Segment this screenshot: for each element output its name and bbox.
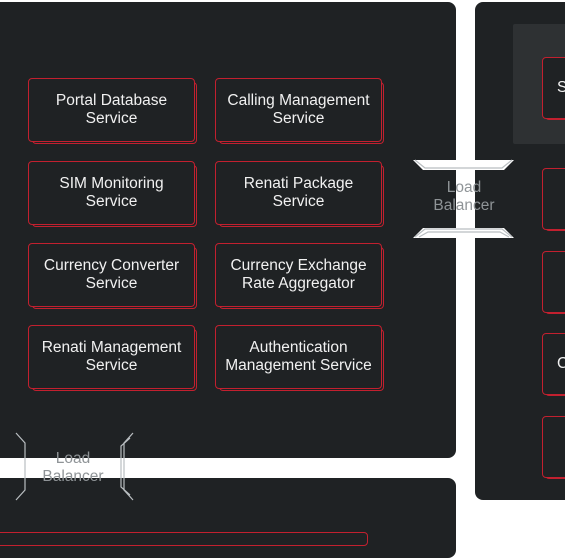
right-service-card[interactable]: S (542, 57, 565, 120)
load-balancer-right-icon (413, 159, 514, 238)
service-label: SIM Monitoring Service (28, 161, 195, 225)
service-card-sim-monitoring[interactable]: SIM Monitoring Service (28, 161, 197, 227)
service-label: Currency Converter Service (28, 243, 195, 307)
service-card-portal-database[interactable]: Portal Database Service (28, 78, 197, 144)
service-card-authentication-management[interactable]: Authentication Management Service (215, 325, 384, 391)
load-balancer-bottom-label: Load Balancer (42, 450, 104, 485)
bottom-service-card[interactable] (0, 532, 368, 546)
service-label: Renati Management Service (28, 325, 195, 389)
service-label: Calling Management Service (215, 78, 382, 142)
right-service-label: C (542, 333, 565, 395)
service-label: Renati Package Service (215, 161, 382, 225)
right-service-label (542, 168, 565, 230)
service-label: Authentication Management Service (215, 325, 382, 389)
right-service-card[interactable] (542, 416, 565, 479)
right-service-label: S (542, 57, 565, 119)
service-card-renati-management[interactable]: Renati Management Service (28, 325, 197, 391)
service-card-currency-converter[interactable]: Currency Converter Service (28, 243, 197, 309)
right-service-label (542, 251, 565, 313)
service-label: Currency Exchange Rate Aggregator (215, 243, 382, 307)
service-card-renati-package[interactable]: Renati Package Service (215, 161, 384, 227)
right-service-label (542, 416, 565, 478)
right-service-card[interactable]: C (542, 333, 565, 396)
service-label: Portal Database Service (28, 78, 195, 142)
right-service-card[interactable] (542, 168, 565, 231)
load-balancer-bottom-icon (15, 432, 134, 501)
load-balancer-right-label: Load Balancer (433, 179, 495, 214)
service-card-currency-exchange[interactable]: Currency Exchange Rate Aggregator (215, 243, 384, 309)
service-card-calling-management[interactable]: Calling Management Service (215, 78, 384, 144)
right-service-card[interactable] (542, 251, 565, 314)
